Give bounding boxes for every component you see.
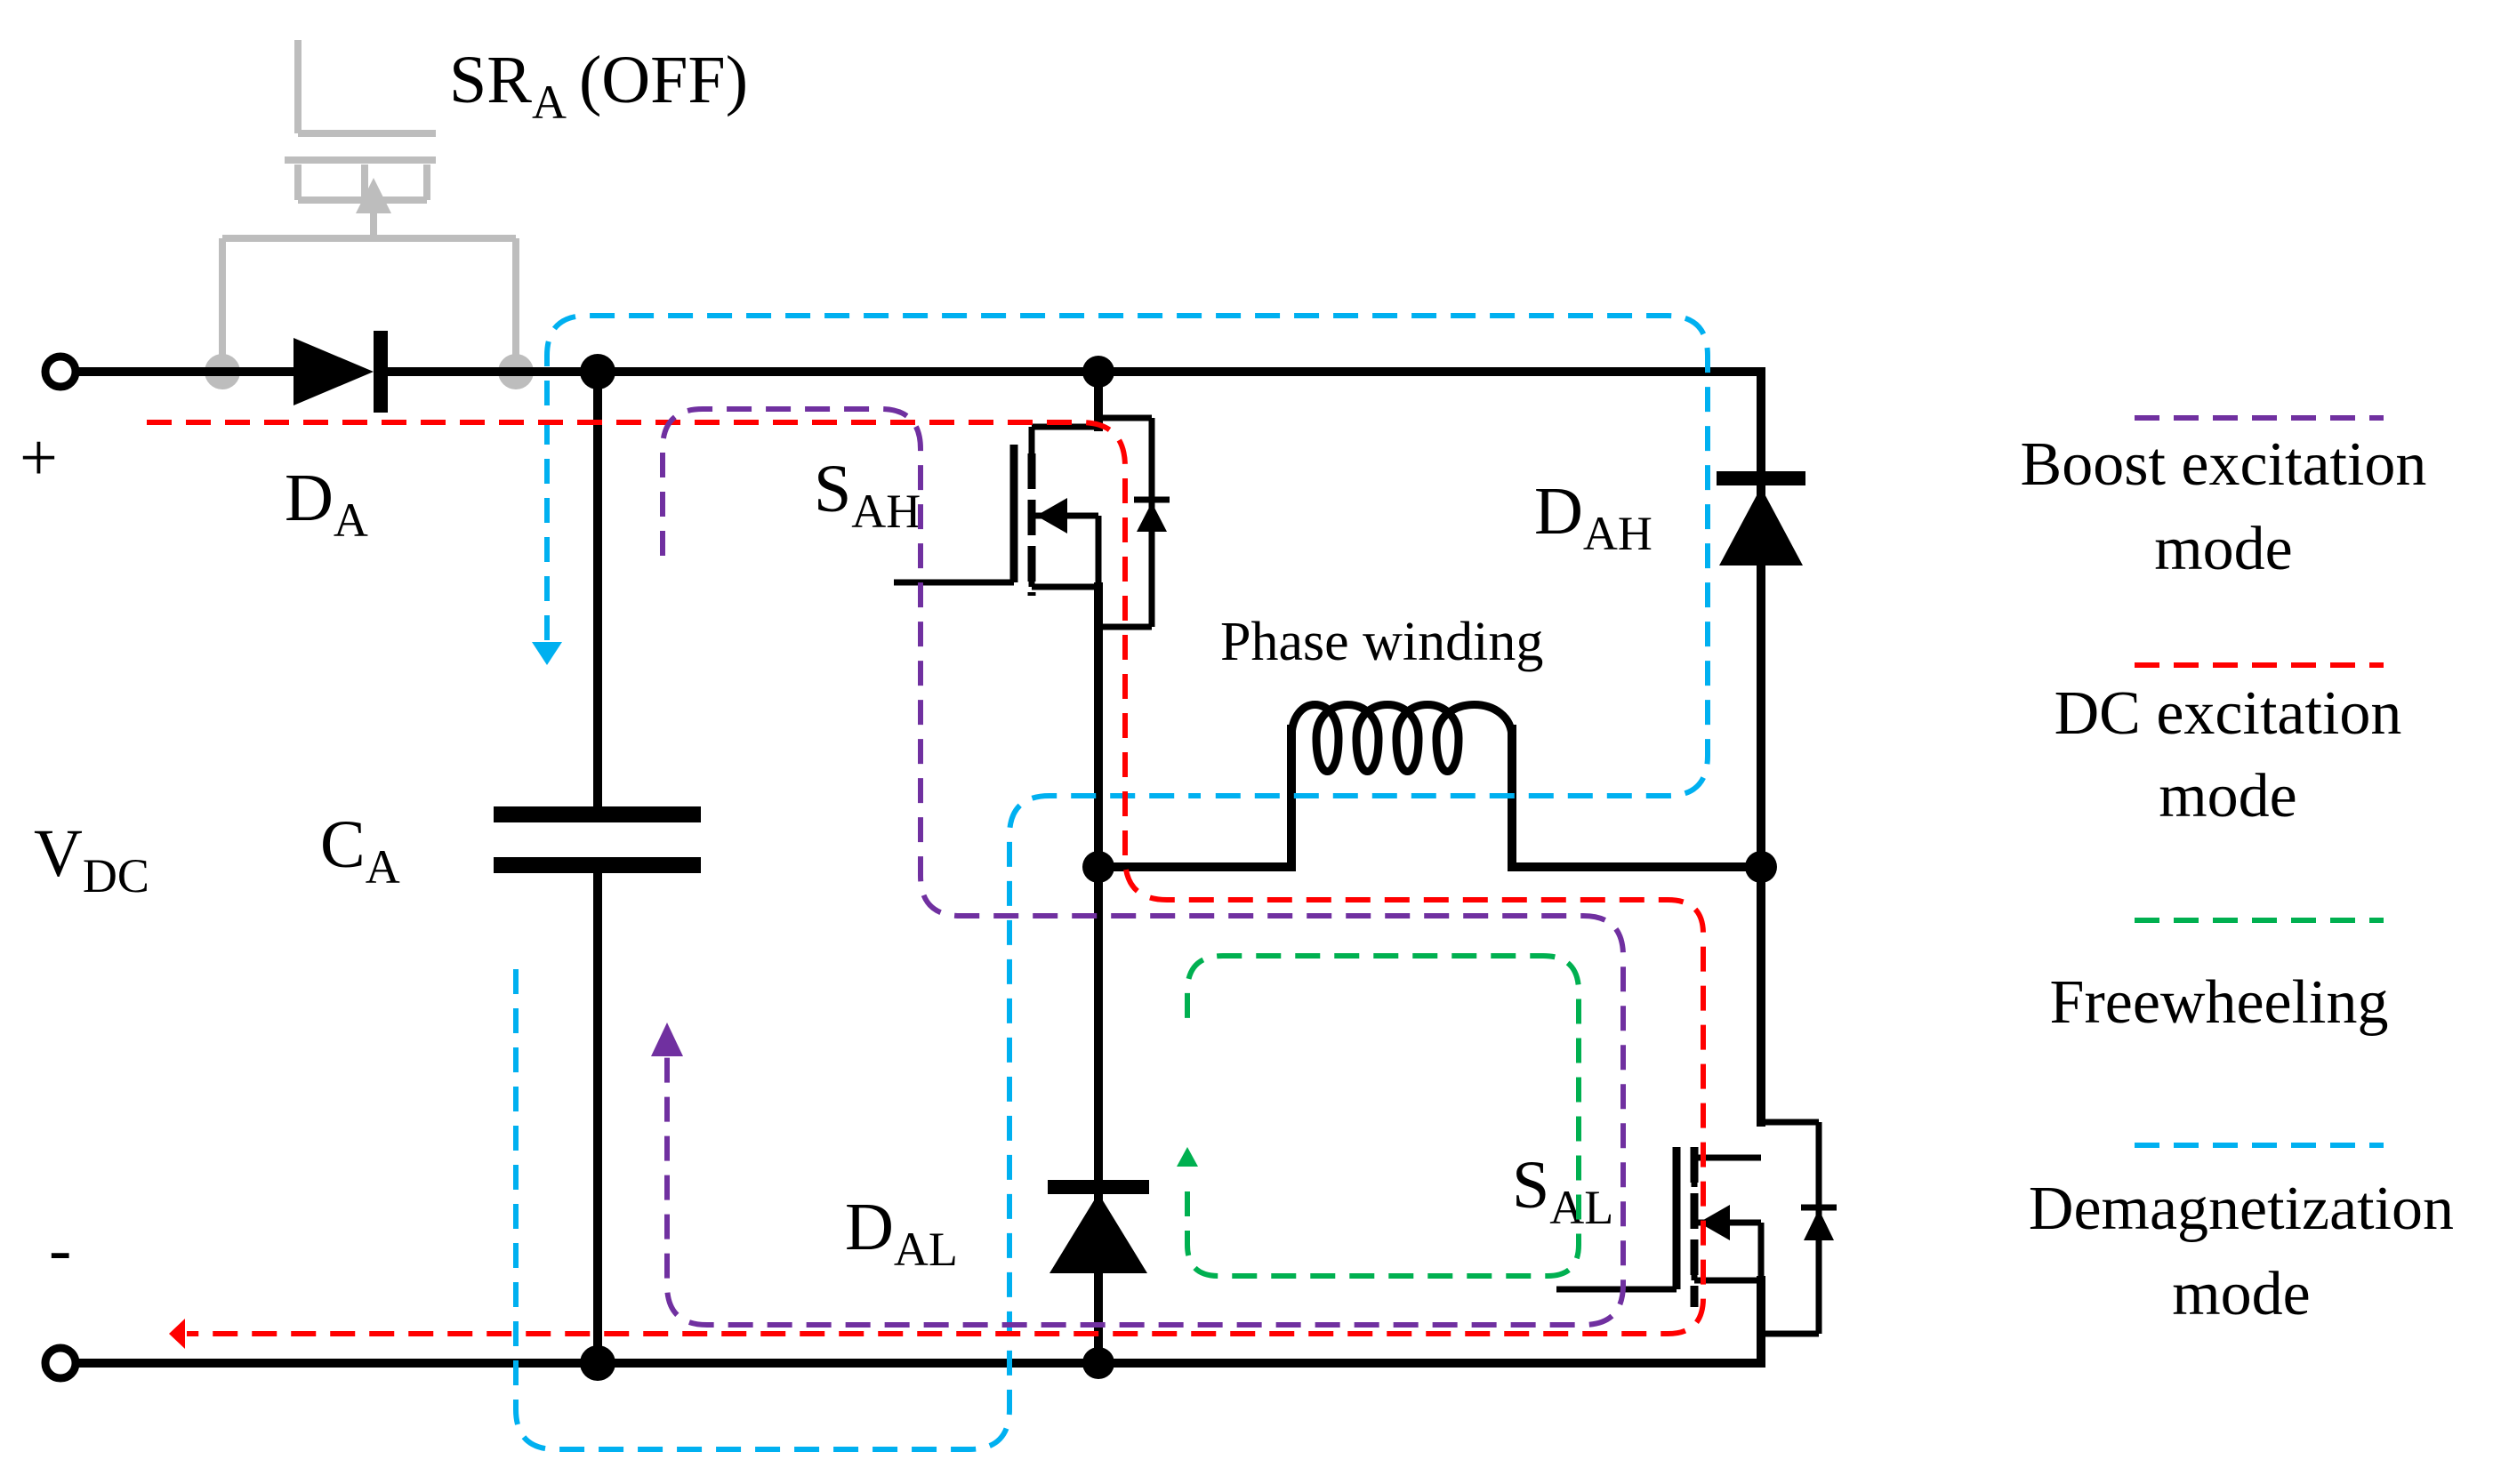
- legend-dc-line2: mode: [2159, 762, 2297, 830]
- s-ah-label: SAH: [814, 452, 921, 538]
- plus-label: +: [20, 421, 58, 495]
- mosfet-s-ah: [894, 414, 1170, 630]
- legend-boost-line2: mode: [2154, 515, 2293, 583]
- phase-winding-coil: [1287, 701, 1516, 775]
- s-al-label: SAL: [1512, 1148, 1613, 1234]
- negative-terminal: [41, 1344, 80, 1383]
- positive-terminal: [41, 352, 80, 391]
- junction-dots: [580, 354, 1777, 1381]
- main-wiring: [71, 367, 1765, 1368]
- legend-demag-line2: mode: [2172, 1260, 2311, 1328]
- legend: Boost excitation mode DC excitation mode…: [2021, 415, 2454, 1328]
- capacitor-c-a: [494, 806, 701, 873]
- v-dc-label: VDC: [34, 816, 149, 902]
- d-al-label: DAL: [845, 1190, 958, 1276]
- demagnetization-path: [513, 313, 1710, 1452]
- boost-excitation-path: [651, 406, 1626, 1328]
- legend-freewheeling: Freewheeling: [2050, 968, 2389, 1037]
- legend-demag-line1: Demagnetization: [2029, 1175, 2454, 1243]
- legend-boost-line1: Boost excitation: [2021, 430, 2427, 499]
- diode-d-a: [294, 331, 388, 413]
- d-ah-label: DAH: [1534, 474, 1653, 560]
- diode-d-al: [1048, 1180, 1149, 1273]
- phase-winding-label: Phase winding: [1220, 612, 1543, 672]
- sr-a-label: SRA(OFF): [449, 43, 748, 129]
- freewheeling-path: [1177, 953, 1581, 1279]
- diode-d-ah: [1717, 471, 1805, 566]
- dc-excitation-path: [147, 420, 1706, 1349]
- minus-label: -: [49, 1212, 71, 1287]
- d-a-label: DA: [285, 461, 368, 547]
- legend-dc-line1: DC excitation: [2055, 679, 2402, 748]
- c-a-label: CA: [320, 807, 400, 894]
